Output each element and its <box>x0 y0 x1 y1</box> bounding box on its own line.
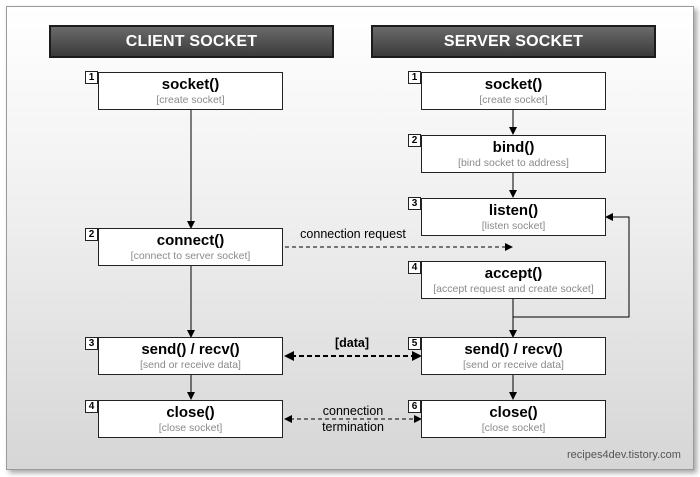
server-node-bind: bind() [bind socket to address] <box>421 135 606 173</box>
node-function: accept() <box>484 264 543 282</box>
client-header-text: CLIENT SOCKET <box>125 32 258 50</box>
node-function: send() / recv() <box>464 340 563 358</box>
step-number-badge: 2 <box>85 228 98 241</box>
step-number-badge: 5 <box>408 337 421 350</box>
node-function: socket() <box>484 75 543 93</box>
node-function: bind() <box>492 138 535 156</box>
node-function: socket() <box>161 75 220 93</box>
node-function: send() / recv() <box>141 340 240 358</box>
connection-request-label: connection request <box>300 227 406 241</box>
step-number-badge: 3 <box>85 337 98 350</box>
step-number-badge: 4 <box>85 400 98 413</box>
watermark: recipes4dev.tistory.com <box>567 449 681 461</box>
node-description: [accept request and create socket] <box>433 282 594 295</box>
server-loop-back-to-listen <box>513 213 630 318</box>
step-number-badge: 1 <box>85 71 98 84</box>
client-node-send-recv: send() / recv() [send or receive data] <box>98 337 283 375</box>
node-description: [listen socket] <box>481 219 546 232</box>
client-node-connect: connect() [connect to server socket] <box>98 228 283 266</box>
node-function: close() <box>489 403 538 421</box>
node-description: [close socket] <box>158 421 223 434</box>
server-node-listen: listen() [listen socket] <box>421 198 606 236</box>
data-label: [data] <box>334 336 370 350</box>
server-node-send-recv: send() / recv() [send or receive data] <box>421 337 606 375</box>
step-number-badge: 2 <box>408 134 421 147</box>
node-description: [create socket] <box>156 93 225 106</box>
server-node-socket: socket() [create socket] <box>421 72 606 110</box>
termination-label-line1: connection <box>322 404 384 418</box>
step-number-badge: 4 <box>408 261 421 274</box>
step-number-badge: 3 <box>408 197 421 210</box>
client-socket-header: CLIENT SOCKET <box>49 25 334 58</box>
node-function: listen() <box>488 201 539 219</box>
server-node-accept: accept() [accept request and create sock… <box>421 261 606 299</box>
node-description: [send or receive data] <box>463 358 564 371</box>
node-description: [close socket] <box>481 421 546 434</box>
client-node-close: close() [close socket] <box>98 400 283 438</box>
client-node-socket: socket() [create socket] <box>98 72 283 110</box>
server-node-close: close() [close socket] <box>421 400 606 438</box>
node-description: [connect to server socket] <box>130 249 251 262</box>
server-header-text: SERVER SOCKET <box>443 32 584 50</box>
step-number-badge: 1 <box>408 71 421 84</box>
node-description: [send or receive data] <box>140 358 241 371</box>
node-function: close() <box>166 403 215 421</box>
termination-label-line2: termination <box>322 420 384 434</box>
node-description: [create socket] <box>479 93 548 106</box>
node-description: [bind socket to address] <box>458 156 569 169</box>
step-number-badge: 6 <box>408 400 421 413</box>
node-function: connect() <box>156 231 225 249</box>
server-socket-header: SERVER SOCKET <box>371 25 656 58</box>
